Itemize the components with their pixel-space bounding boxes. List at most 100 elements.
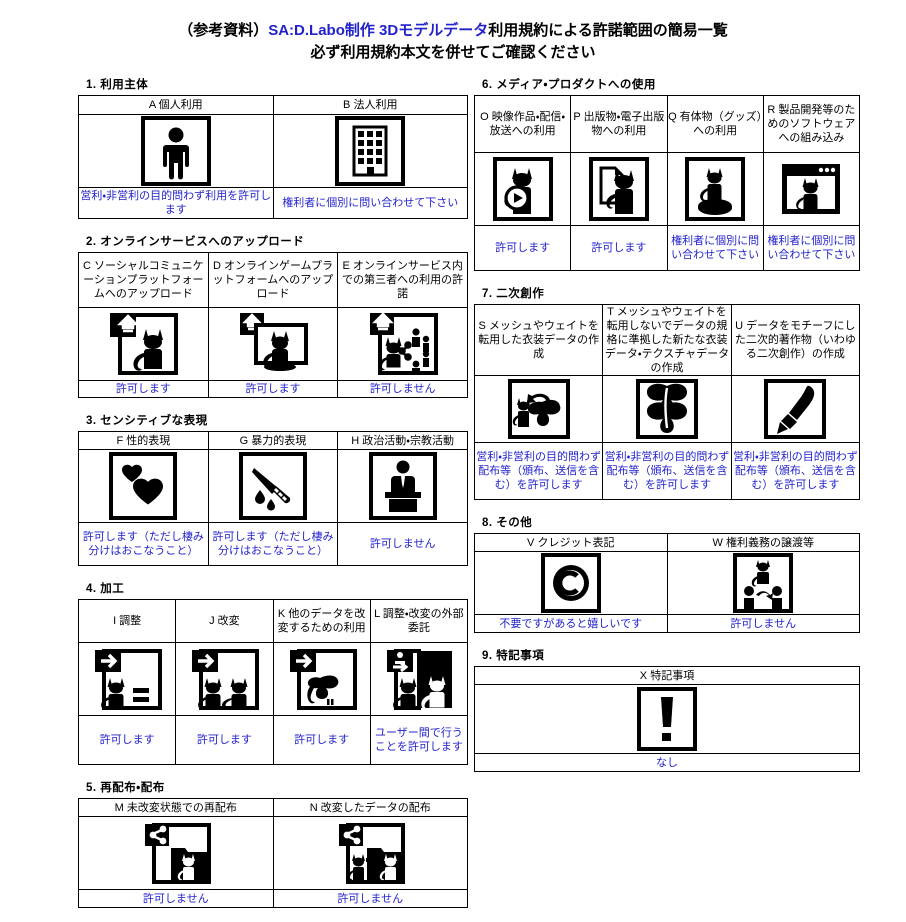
cell-icon-S: [473, 375, 604, 443]
section-4-title: 4. 加工: [86, 583, 125, 595]
table-row-header: V クレジット表記 W 権利義務の譲渡等: [474, 533, 860, 552]
cell-note-B: 権利者に個別に問い合わせて下さい: [272, 187, 468, 219]
cell-header-W: W 権利義務の譲渡等: [666, 533, 860, 552]
share-folder-modified-cat-icon: [274, 817, 468, 889]
cell-note-V: 不要ですがあると嬉しいです: [474, 614, 668, 633]
table-row-icons: [473, 375, 861, 443]
cell-note-C: 許可します: [78, 380, 209, 398]
section-8: 8. その他 V クレジット表記 W 権利義務の譲渡等: [474, 514, 860, 633]
table-row-notes: 営利・非営利の目的問わず配布等（頒布、送信を含む）を許可します 営利・非営利の目…: [473, 442, 861, 500]
cell-icon-P: [570, 152, 668, 226]
cell-note-O: 許可します: [473, 225, 572, 271]
cell-icon-D: [207, 307, 339, 381]
cell-header-M: M 未改変状態での再配布: [78, 798, 274, 817]
section-1-title: 1. 利用主体: [86, 79, 149, 91]
cell-header-L: L 調整・改変の外部委託: [369, 599, 469, 643]
cell-icon-B: [272, 114, 468, 188]
cell-icon-C: [78, 307, 209, 381]
table-row-notes: 営利・非営利の目的問わず利用を許可します 権利者に個別に問い合わせて下さい: [78, 187, 468, 219]
cell-icon-O: [473, 152, 572, 226]
cell-note-X: なし: [474, 753, 860, 772]
section-6-title: 6. メディア・プロダクトへの使用: [482, 79, 656, 91]
building-icon: [274, 115, 468, 187]
knife-blood-icon: [209, 450, 338, 522]
cell-header-F: F 性的表現: [78, 431, 209, 450]
table-row-icons: [78, 114, 468, 188]
transfer-cat-people-icon: [668, 552, 860, 614]
cell-header-O: O 映像作品・配信・放送への利用: [473, 95, 572, 153]
table-row-header: S メッシュやウェイトを転用した衣装データの作成 T メッシュやウェイトを転用し…: [473, 304, 861, 376]
cell-header-C: C ソーシャルコミュニケーションプラットフォームへのアップロード: [78, 252, 209, 308]
section-5-title: 5. 再配布・配布: [86, 782, 165, 794]
cell-note-R: 権利者に個別に問い合わせて下さい: [762, 225, 861, 271]
section-7: 7. 二次創作 S メッシュやウェイトを転用した衣装データの作成 T メッシュや…: [473, 285, 861, 500]
cell-header-H: H 政治活動・宗教活動: [337, 431, 468, 450]
arrow-cat-changed-icon: [176, 643, 272, 715]
section-7-table: S メッシュやウェイトを転用した衣装データの作成 T メッシュやウェイトを転用し…: [473, 304, 861, 500]
section-9-title: 9. 特記事項: [482, 650, 545, 662]
title-brand: SA:D.Labo制作 3Dモデルデータ: [268, 22, 489, 39]
exclamation-icon: [475, 685, 859, 753]
cell-header-P: P 出版物・電子出版物への利用: [570, 95, 668, 153]
cell-header-B: B 法人利用: [272, 95, 468, 115]
table-row-icons: [473, 152, 861, 226]
right-column: 6. メディア・プロダクトへの使用 O 映像作品・配信・放送への利用 P 出版物…: [473, 76, 861, 786]
section-2-title: 2. オンラインサービスへのアップロード: [86, 236, 305, 248]
cell-icon-V: [474, 551, 668, 615]
cell-note-W: 許可しません: [666, 614, 860, 633]
table-row-notes: 許可します 許可します 権利者に個別に問い合わせて下さい 権利者に個別に問い合わ…: [473, 225, 861, 271]
table-row-icons: [474, 684, 860, 754]
arrow-cat-other-data-icon: [274, 643, 370, 715]
cell-icon-T: [602, 375, 732, 443]
section-8-title: 8. その他: [482, 517, 533, 529]
cell-header-G: G 暴力的表現: [207, 431, 339, 450]
cell-icon-I: [77, 642, 177, 716]
left-column: 1. 利用主体 A 個人利用 B 法人利用: [77, 76, 469, 922]
cell-header-J: J 改変: [175, 599, 274, 643]
person-icon: [79, 115, 273, 187]
table-row-header: C ソーシャルコミュニケーションプラットフォームへのアップロード D オンライン…: [78, 252, 468, 308]
section-1-table: A 個人利用 B 法人利用: [78, 95, 468, 219]
cell-note-U: 営利・非営利の目的問わず配布等（頒布、送信を含む）を許可します: [730, 442, 861, 500]
cell-header-U: U データをモチーフにした二次的著作物（いわゆる二次創作）の作成: [730, 304, 861, 376]
page-title: （参考資料）SA:D.Labo制作 3Dモデルデータ利用規約による許諾範囲の簡易…: [0, 0, 906, 64]
table-row-header: M 未改変状態での再配布 N 改変したデータの配布: [78, 798, 468, 817]
cell-header-T: T メッシュやウェイトを転用しないでデータの規格に準拠した新たな衣装データ・テク…: [602, 304, 732, 376]
paintbrush-icon: [732, 376, 859, 442]
hearts-icon: [79, 450, 208, 522]
table-row-notes: 不要ですがあると嬉しいです 許可しません: [474, 614, 860, 633]
section-6: 6. メディア・プロダクトへの使用 O 映像作品・配信・放送への利用 P 出版物…: [473, 76, 861, 271]
table-row-header: F 性的表現 G 暴力的表現 H 政治活動・宗教活動: [78, 431, 468, 450]
cell-icon-M: [78, 816, 274, 890]
table-row-icons: [474, 551, 860, 615]
cell-icon-G: [207, 449, 339, 523]
cell-header-D: D オンラインゲームプラットフォームへのアップロード: [207, 252, 339, 308]
table-row-notes: 許可します 許可します 許可します ユーザー間で行うことを許可します: [77, 715, 469, 765]
section-3-title: 3. センシティブな表現: [86, 415, 208, 427]
table-row-header: I 調整 J 改変 K 他のデータを改変するための利用 L 調整・改変の外部委託: [77, 599, 469, 643]
section-4: 4. 加工 I 調整 J 改変 K 他のデータを改変するための利用 L 調整・改…: [77, 580, 469, 765]
section-4-table: I 調整 J 改変 K 他のデータを改変するための利用 L 調整・改変の外部委託: [77, 599, 469, 765]
cell-icon-Q: [666, 152, 764, 226]
cell-icon-R: [762, 152, 861, 226]
upload-cat-share-people-icon: [338, 308, 467, 380]
cell-note-P: 許可します: [570, 225, 668, 271]
figure-cat-icon: [668, 153, 763, 225]
section-1: 1. 利用主体 A 個人利用 B 法人利用: [78, 76, 468, 219]
table-row-header: X 特記事項: [474, 666, 860, 685]
cell-note-I: 許可します: [77, 715, 177, 765]
section-2-table: C ソーシャルコミュニケーションプラットフォームへのアップロード D オンライン…: [78, 252, 468, 398]
cell-note-M: 許可しません: [78, 889, 274, 908]
cell-icon-X: [474, 684, 860, 754]
section-9: 9. 特記事項 X 特記事項: [474, 647, 860, 772]
table-row-notes: 許可しません 許可しません: [78, 889, 468, 908]
speaker-podium-icon: [338, 450, 467, 522]
section-3: 3. センシティブな表現 F 性的表現 G 暴力的表現 H 政治活動・宗教活動: [78, 412, 468, 566]
arrow-cat-equals-icon: [79, 643, 175, 715]
section-3-table: F 性的表現 G 暴力的表現 H 政治活動・宗教活動: [78, 431, 468, 566]
section-9-table: X 特記事項 なし: [474, 666, 860, 772]
cat-to-clothing-icon: [475, 376, 602, 442]
cell-icon-K: [272, 642, 371, 716]
cell-icon-F: [78, 449, 209, 523]
cell-icon-W: [666, 551, 860, 615]
